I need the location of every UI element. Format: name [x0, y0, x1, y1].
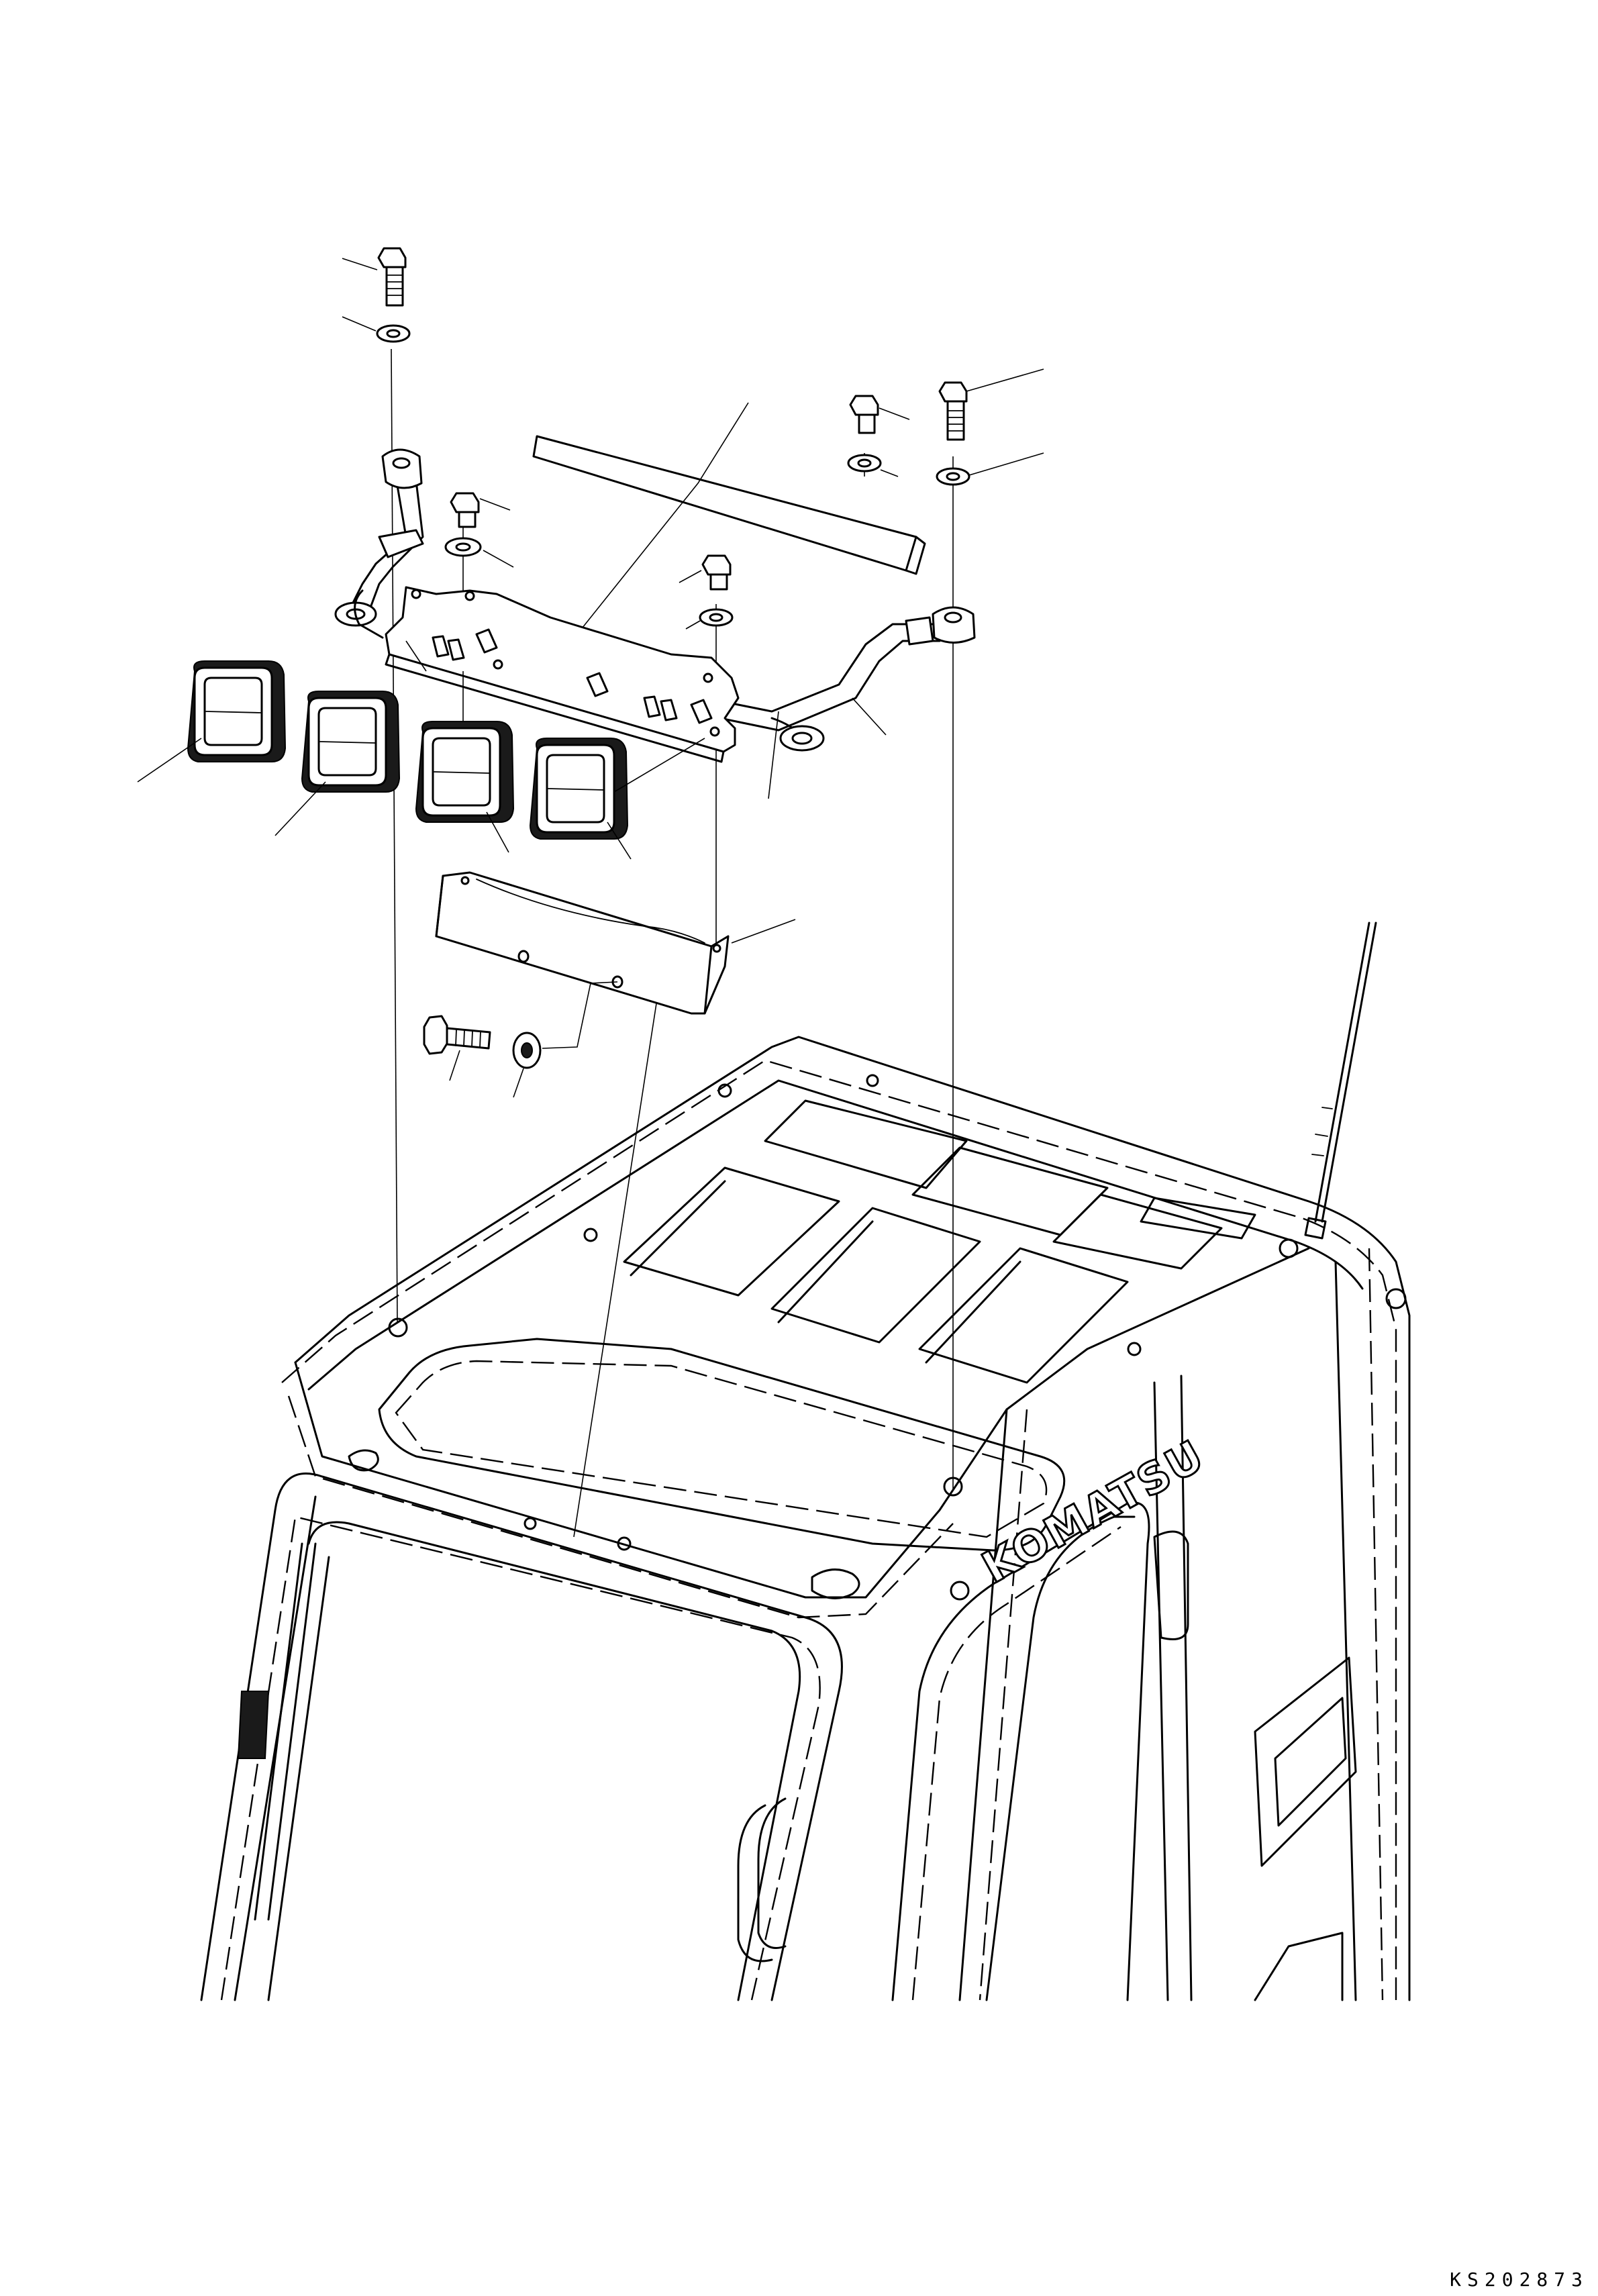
work-lamp-icon	[187, 660, 287, 762]
svg-text:KOMATSU: KOMATSU	[975, 1431, 1213, 1593]
work-lamp-icon	[415, 721, 515, 823]
washer-lower	[512, 1032, 542, 1098]
hex-bolt-icon	[423, 1015, 491, 1055]
work-lamp-3	[415, 671, 515, 853]
bolt-upper-right	[938, 368, 1044, 441]
washer-bracket-mid	[685, 608, 734, 630]
washer-icon	[376, 324, 411, 343]
work-lamp-1	[137, 660, 287, 783]
washer-icon	[699, 608, 734, 627]
drawing-code: KS202873	[1450, 2268, 1589, 2291]
bolt-bracket-left	[450, 492, 511, 528]
washer-upper-mid	[847, 454, 899, 477]
work-lamp-icon	[301, 691, 401, 793]
bolt-upper-mid	[849, 395, 910, 434]
washer-icon	[512, 1032, 542, 1069]
brand-logo: KOMATSU	[973, 1430, 1213, 1595]
antenna-icon	[1304, 921, 1377, 1240]
hex-bolt-icon	[701, 554, 732, 591]
angle-plate-icon	[435, 871, 730, 1015]
light-bracket	[385, 586, 740, 763]
bolt-bracket-mid	[679, 554, 732, 591]
bolt-lower	[423, 1015, 491, 1081]
hex-bolt-icon	[849, 395, 879, 434]
washer-upper-left	[342, 316, 411, 343]
work-lamp-icon	[529, 738, 629, 840]
roof-bolt-icon	[388, 1074, 1407, 1601]
lower-cover	[435, 871, 796, 1049]
washer-bracket-left	[444, 537, 514, 568]
cover-strip	[532, 402, 926, 635]
bracket-icon	[385, 586, 740, 763]
washer-icon	[936, 467, 970, 486]
work-lamp-2	[274, 691, 401, 836]
strip-icon	[532, 435, 926, 575]
washer-icon	[847, 454, 882, 472]
washer-icon	[444, 537, 482, 557]
hex-bolt-icon	[938, 381, 968, 441]
harness-icon	[334, 448, 976, 752]
washer-upper-right	[936, 452, 1044, 486]
hex-bolt-icon	[450, 492, 480, 528]
wire-harness	[334, 448, 976, 799]
work-lamp-4	[529, 738, 705, 860]
bolt-upper-left	[342, 247, 407, 307]
hex-bolt-icon	[377, 247, 407, 307]
operator-cab-icon: KOMATSU	[200, 1036, 1411, 2001]
